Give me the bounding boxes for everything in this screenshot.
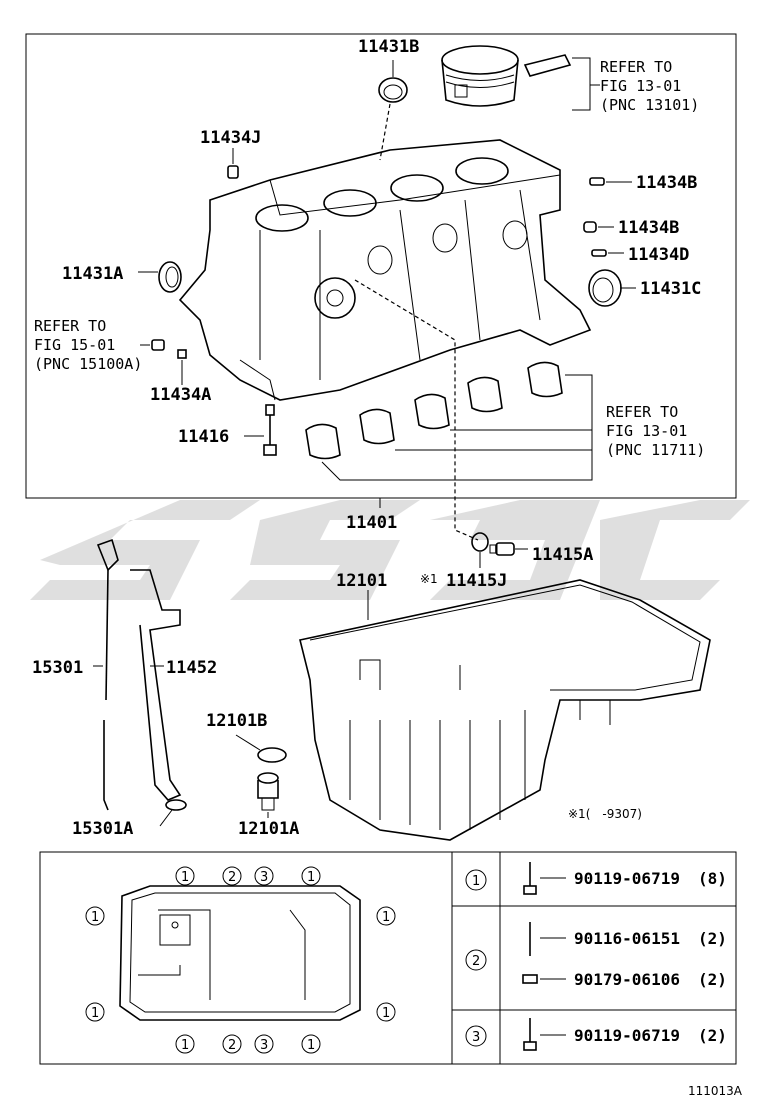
dashed-11431b xyxy=(379,103,391,161)
drain-plug-12101a-icon xyxy=(257,772,279,811)
ref1-line1: REFER TO xyxy=(600,58,672,76)
label-11434b-2: 11434B xyxy=(618,218,679,238)
pin-11434b-2-icon xyxy=(583,221,597,233)
label-11415j-mark: ※1 xyxy=(420,572,438,586)
bolt-icon xyxy=(523,862,537,895)
svg-text:3: 3 xyxy=(472,1030,480,1045)
svg-text:2: 2 xyxy=(228,870,236,885)
oil-pan-icon xyxy=(299,579,711,841)
leader-12101b xyxy=(235,734,261,751)
ref2-line3: (PNC 15100A) xyxy=(34,355,142,373)
table-pn-3: 90119-06719 xyxy=(574,1026,680,1045)
ref3-line3: (PNC 11711) xyxy=(606,441,705,459)
table-qty-3: (2) xyxy=(698,1026,727,1045)
plug-11415a-icon xyxy=(489,542,515,556)
label-11434b-1: 11434B xyxy=(636,173,697,193)
ref1-line2: FIG 13-01 xyxy=(600,77,681,95)
bearing-11431b-icon xyxy=(378,77,408,103)
dipstick-icon xyxy=(96,538,119,811)
label-12101a: 12101A xyxy=(238,819,299,839)
svg-text:1: 1 xyxy=(181,1038,189,1053)
table-qty-2a: (2) xyxy=(698,929,727,948)
label-11431a: 11431A xyxy=(62,264,123,284)
svg-text:1: 1 xyxy=(91,1006,99,1021)
table-marker-2 xyxy=(465,949,487,971)
ref1-line3: (PNC 13101) xyxy=(600,96,699,114)
label-11416: 11416 xyxy=(178,427,229,447)
figure-id: 111013A xyxy=(688,1084,743,1098)
svg-text:1: 1 xyxy=(91,910,99,925)
label-11415j: 11415J xyxy=(446,571,507,591)
table-qty-2b: (2) xyxy=(698,970,727,989)
dipstick-guide-icon xyxy=(130,569,182,801)
cylinder-block-icon xyxy=(178,139,592,401)
plug-icon xyxy=(151,339,165,351)
dashed-11415 xyxy=(354,279,479,541)
label-12101b: 12101B xyxy=(206,711,267,731)
bolt-table-frame xyxy=(39,851,737,1065)
table-marker-3 xyxy=(465,1025,487,1047)
svg-text:1: 1 xyxy=(382,910,390,925)
piston-icon xyxy=(441,45,572,107)
svg-text:1: 1 xyxy=(181,870,189,885)
bearings-leader xyxy=(321,374,593,481)
label-11415a: 11415A xyxy=(532,545,593,565)
pin-11434d-icon xyxy=(591,249,607,257)
label-11452: 11452 xyxy=(166,658,217,678)
pin-11434b-1-icon xyxy=(589,177,605,186)
nut-icon xyxy=(522,974,538,984)
bolt-icon xyxy=(523,1018,537,1051)
label-11401: 11401 xyxy=(346,513,397,533)
seal-11431c-icon xyxy=(588,269,622,307)
leader-15301a xyxy=(159,809,173,827)
o-ring-15301a-icon xyxy=(165,799,187,811)
pan-top-view-icon xyxy=(119,885,361,1021)
gasket-12101b-icon xyxy=(257,747,287,763)
svg-text:2: 2 xyxy=(228,1038,236,1053)
pin-11434j-icon xyxy=(227,165,239,179)
table-pn-2a: 90116-06151 xyxy=(574,929,680,948)
table-qty-1: (8) xyxy=(698,869,727,888)
label-11431b: 11431B xyxy=(358,37,419,57)
svg-text:3: 3 xyxy=(260,1038,268,1053)
svg-text:3: 3 xyxy=(260,870,268,885)
svg-text:1: 1 xyxy=(307,870,315,885)
note-mark: ※1( -9307) xyxy=(568,807,642,821)
table-marker-1 xyxy=(465,869,487,891)
piston-leader xyxy=(572,57,600,111)
label-12101: 12101 xyxy=(336,571,387,591)
label-11434a: 11434A xyxy=(150,385,211,405)
label-15301: 15301 xyxy=(32,658,83,678)
ref3-line2: FIG 13-01 xyxy=(606,422,687,440)
bolt-11416-icon xyxy=(263,404,277,456)
svg-text:1: 1 xyxy=(307,1038,315,1053)
svg-text:1: 1 xyxy=(382,1006,390,1021)
gasket-11415j-icon xyxy=(471,532,489,552)
label-11431c: 11431C xyxy=(640,279,701,299)
label-11434j: 11434J xyxy=(200,128,261,148)
seal-11431a-icon xyxy=(158,261,182,293)
bolt-map-markers: 1 2 3 1 1 1 1 1 1 2 3 1 xyxy=(85,866,396,1054)
table-pn-1: 90119-06719 xyxy=(574,869,680,888)
engine-block-frame xyxy=(25,33,737,499)
label-11434d: 11434D xyxy=(628,245,689,265)
label-15301a: 15301A xyxy=(72,819,133,839)
table-pn-2b: 90179-06106 xyxy=(574,970,680,989)
svg-text:2: 2 xyxy=(472,954,480,969)
svg-text:1: 1 xyxy=(472,874,480,889)
ref2-line1: REFER TO xyxy=(34,317,106,335)
ref3-line1: REFER TO xyxy=(606,403,678,421)
pin-11434a-icon xyxy=(177,349,187,359)
watermark-logo xyxy=(30,500,750,600)
crank-bearings-icon xyxy=(305,361,563,460)
ref2-line2: FIG 15-01 xyxy=(34,336,115,354)
